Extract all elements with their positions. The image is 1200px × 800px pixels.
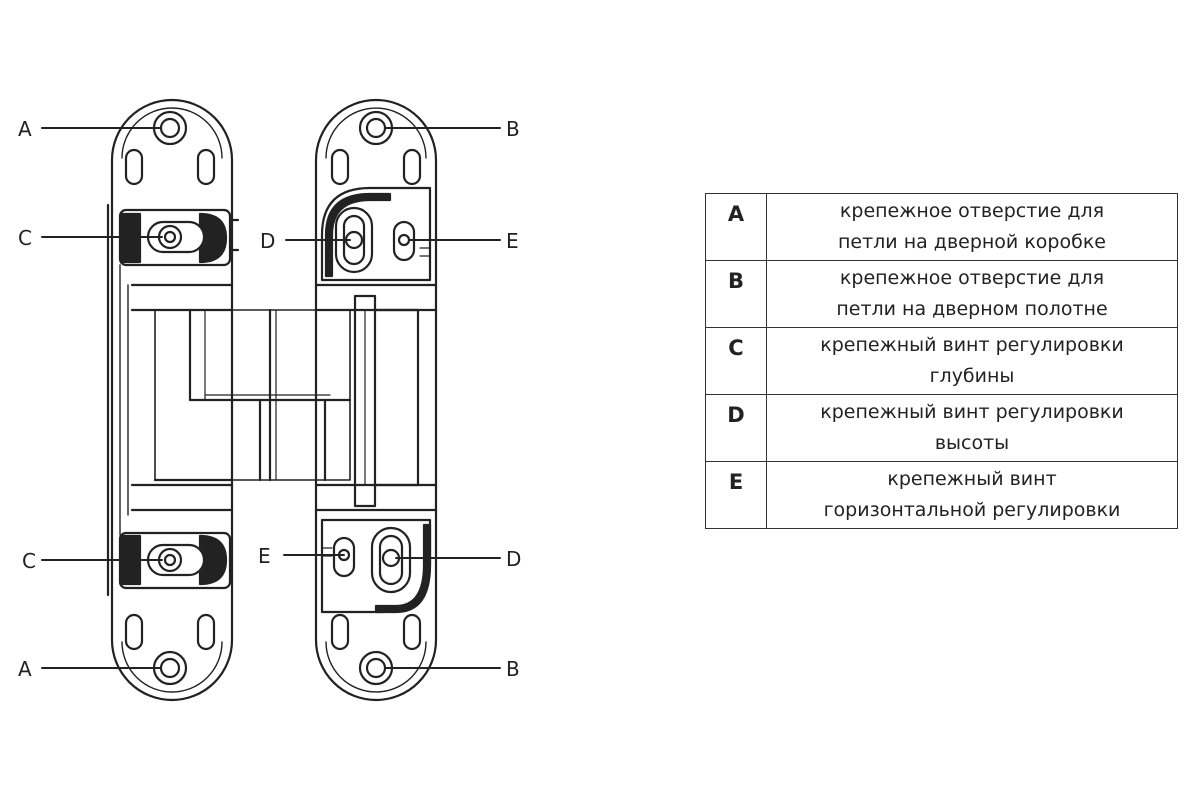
callout-a-top: A bbox=[18, 117, 32, 141]
callout-d-bottom: D bbox=[506, 547, 521, 571]
legend-description: крепежное отверстие для петли на дверном… bbox=[766, 260, 1178, 328]
slot-holes-left-top bbox=[124, 148, 216, 186]
legend-description: крепежный винт регулировки высоты bbox=[766, 394, 1178, 462]
legend-row-c: C крепежный винт регулировки глубины bbox=[705, 327, 1178, 395]
legend-description: крепежное отверстие для петли на дверной… bbox=[766, 193, 1178, 261]
callout-a-bottom: A bbox=[18, 657, 32, 681]
legend-description: крепежный винт горизонтальной регулировк… bbox=[766, 461, 1178, 529]
callout-b-top: B bbox=[506, 117, 520, 141]
legend-row-d: D крепежный винт регулировки высоты bbox=[705, 394, 1178, 462]
hinge-link-mechanism bbox=[153, 308, 352, 482]
legend-table: A крепежное отверстие для петли на дверн… bbox=[705, 193, 1178, 529]
legend-key: B bbox=[705, 260, 767, 328]
legend-row-a: A крепежное отверстие для петли на дверн… bbox=[705, 193, 1178, 261]
legend-row-e: E крепежный винт горизонтальной регулиро… bbox=[705, 461, 1178, 529]
slot-holes-right-bottom bbox=[330, 613, 422, 651]
height-adjust-block-top bbox=[320, 186, 432, 282]
callout-b-bottom: B bbox=[506, 657, 520, 681]
hinge-diagram: A B C D E C E D A B bbox=[18, 98, 521, 702]
callout-c-top: C bbox=[18, 226, 32, 250]
legend-key: C bbox=[705, 327, 767, 395]
slot-holes-left-bottom bbox=[124, 613, 216, 651]
legend-key: A bbox=[705, 193, 767, 261]
legend-description: крепежный винт регулировки глубины bbox=[766, 327, 1178, 395]
right-vertical-rail bbox=[353, 294, 420, 508]
legend-key: E bbox=[705, 461, 767, 529]
legend-row-b: B крепежное отверстие для петли на дверн… bbox=[705, 260, 1178, 328]
leader-lines bbox=[41, 127, 501, 669]
legend-key: D bbox=[705, 394, 767, 462]
left-hinge-plate bbox=[106, 98, 234, 702]
height-adjust-block-bottom bbox=[320, 518, 432, 614]
callout-e-bottom: E bbox=[258, 544, 271, 568]
callout-c-bottom: C bbox=[22, 549, 36, 573]
callout-e-top: E bbox=[506, 229, 519, 253]
callout-d-top: D bbox=[260, 229, 275, 253]
slot-holes-right-top bbox=[330, 148, 422, 186]
